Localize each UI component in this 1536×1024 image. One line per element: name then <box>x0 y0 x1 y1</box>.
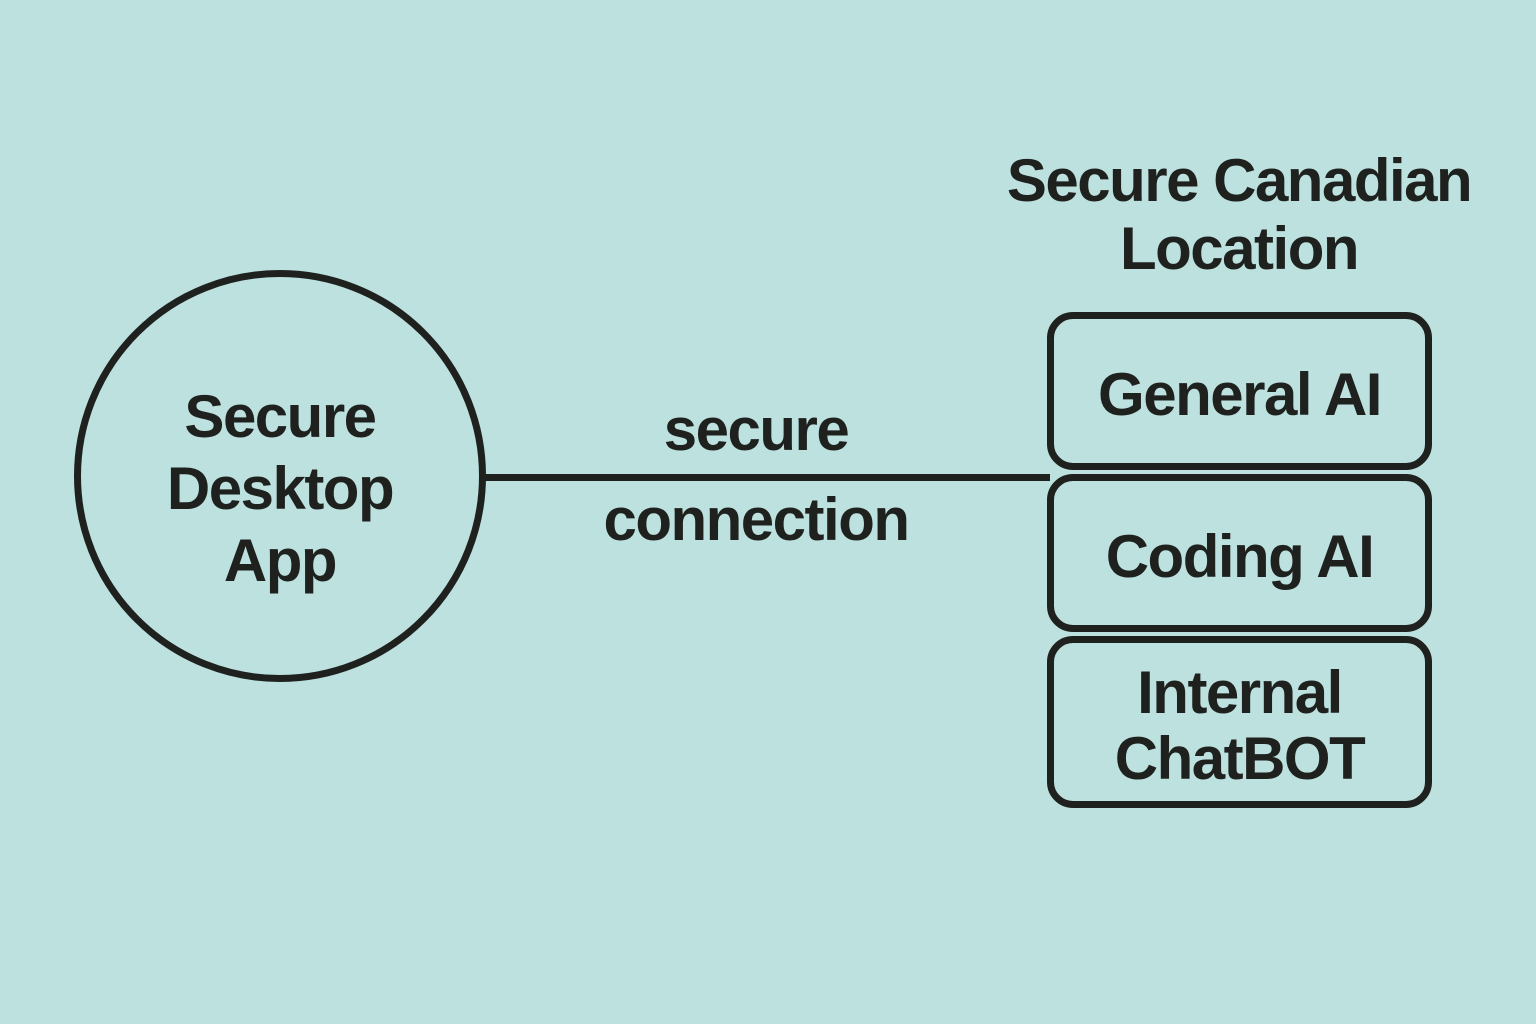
app-label-line-2: Desktop <box>166 455 395 522</box>
service-box-general-ai: General AI <box>1047 312 1432 470</box>
group-title-line-1: Secure Canadian <box>1006 147 1473 214</box>
secure-desktop-app-node: Secure Desktop App <box>74 270 486 682</box>
service-label-line-2: ChatBOT <box>1114 725 1366 792</box>
service-label-general-ai: General AI <box>1098 361 1382 428</box>
service-label-coding-ai: Coding AI <box>1105 523 1375 590</box>
service-box-internal-chatbot: Internal ChatBOT <box>1047 636 1432 808</box>
service-label-internal-chatbot: Internal ChatBOT <box>1114 659 1366 792</box>
service-box-coding-ai: Coding AI <box>1047 474 1432 632</box>
secure-canadian-location-title: Secure Canadian Location <box>999 147 1479 283</box>
connection-label-secure: secure <box>663 396 850 463</box>
secure-connection-line <box>480 474 1050 481</box>
app-label-line-1: Secure <box>184 383 377 450</box>
group-title-line-2: Location <box>1120 215 1360 282</box>
connection-label-connection: connection <box>603 486 910 553</box>
service-label-line-1: Internal <box>1137 659 1343 726</box>
secure-desktop-app-label: Secure Desktop App <box>166 381 395 597</box>
app-label-line-3: App <box>223 527 338 594</box>
